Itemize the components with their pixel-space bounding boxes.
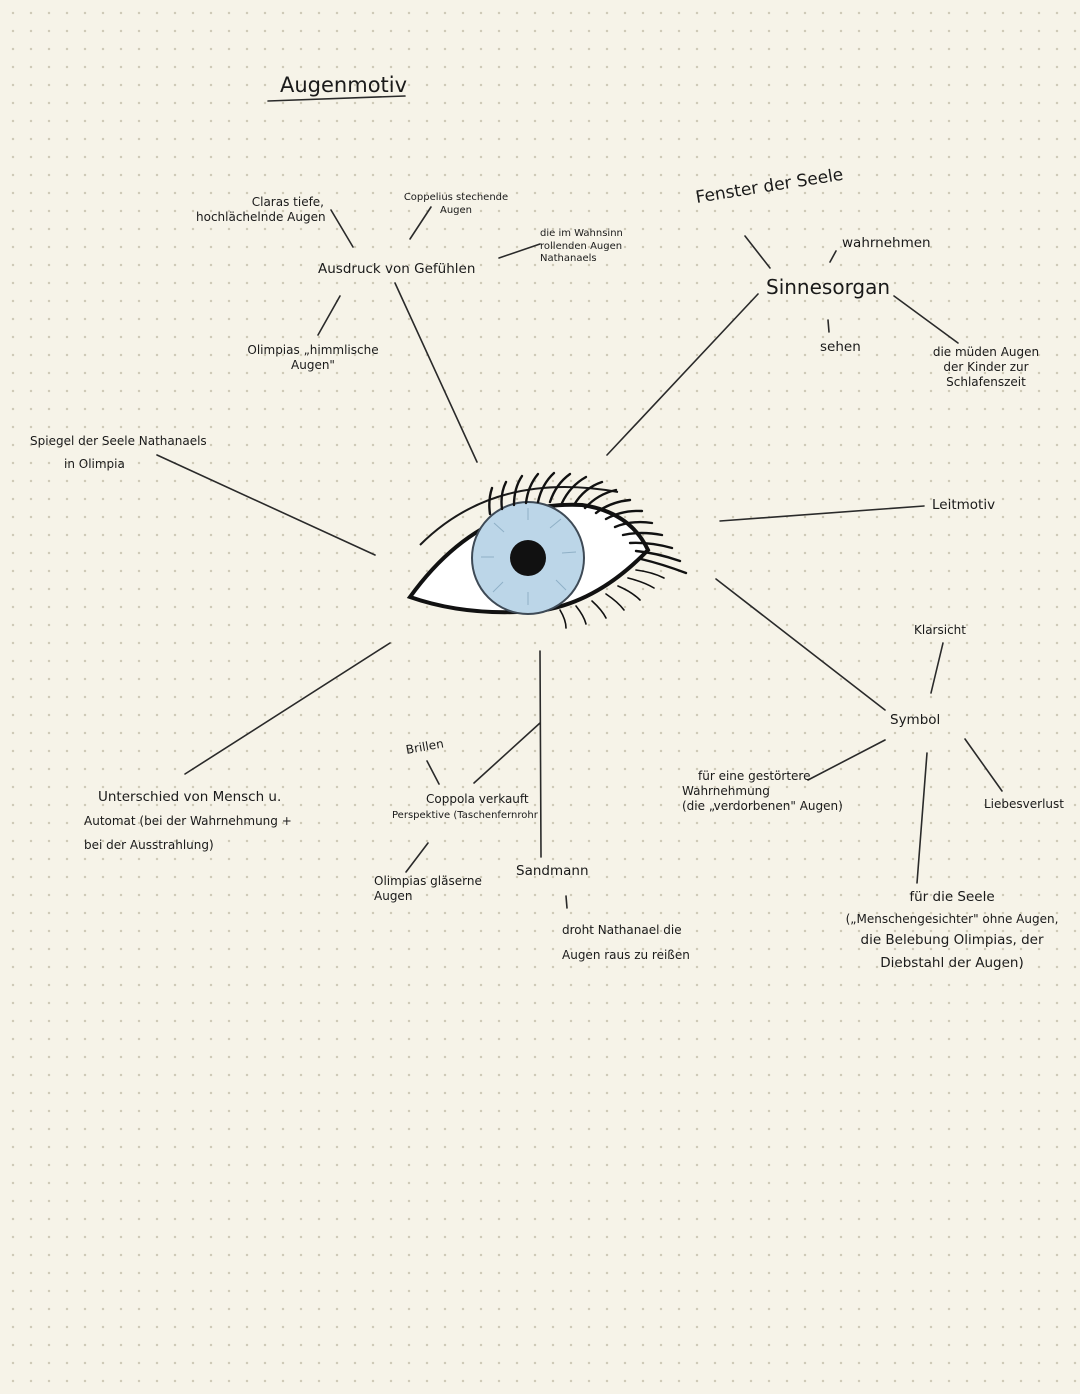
line-eye-symbol: [715, 578, 886, 711]
node-coppelius-line-2: Augen: [439, 204, 473, 216]
node-nathanael-line-2: rollenden Augen: [540, 240, 623, 252]
line-eye-spiegel: [156, 454, 376, 556]
node-spiegel-der-seele: Spiegel der Seele Nathanaels in Olimpia: [30, 434, 207, 472]
line-ausdruck-claras: [330, 209, 354, 248]
title-underline: [267, 95, 406, 102]
line-sinnesorgan-sehen: [827, 319, 830, 333]
node-ausdruck-von-gefuehlen: Ausdruck von Gefühlen: [318, 261, 476, 277]
node-olimpias-glaeserne-augen: Olimpias gläserne Augen: [374, 874, 482, 904]
node-droht-nathanael: droht Nathanael die Augen raus zu reißen: [562, 918, 690, 968]
line-coppola-olimpias: [405, 842, 429, 873]
node-droht-line-1: droht Nathanael die: [562, 923, 682, 937]
node-seele-line-3: die Belebung Olimpias, der: [860, 932, 1044, 949]
node-nathanael-line-1: die im Wahnsinn: [540, 228, 623, 239]
node-wahrnehmen: wahrnehmen: [842, 235, 931, 251]
node-claras-line-1: Claras tiefe,: [251, 195, 324, 209]
line-sandmann-droht: [565, 895, 568, 909]
iris-texture: [481, 508, 577, 605]
node-sandmann: Sandmann: [516, 863, 589, 879]
node-seele-line-1: für die Seele: [909, 889, 995, 905]
node-seele-line-4: Diebstahl der Augen): [880, 955, 1024, 972]
node-gestoert-line-3: (die „verdorbenen" Augen): [682, 799, 843, 813]
node-unterschied-line-2: Automat (bei der Wahrnehmung +: [84, 814, 292, 829]
node-claras-augen: Claras tiefe, hochlächelnde Augen: [196, 195, 326, 225]
line-sandmann-coppola: [473, 722, 541, 784]
line-eye-ausdruck: [394, 282, 478, 463]
line-symbol-liebesverlust: [964, 738, 1003, 792]
lower-lashes: [559, 569, 665, 629]
eye-icon: [406, 471, 688, 629]
line-ausdruck-coppelius: [409, 206, 432, 240]
line-coppola-brillen: [426, 760, 440, 785]
node-leitmotiv: Leitmotiv: [932, 497, 996, 513]
node-symbol: Symbol: [890, 712, 941, 728]
node-seele-line-2: („Menschengesichter" ohne Augen,: [845, 911, 1059, 926]
line-eye-unterschied: [184, 642, 391, 775]
node-liebesverlust: Liebesverlust: [984, 797, 1064, 811]
node-coppola-line-1: Coppola verkauft: [426, 792, 529, 806]
node-olimpia-line-2: Augen": [291, 358, 335, 372]
node-sinnesorgan: Sinnesorgan: [766, 275, 891, 299]
upper-lashes: [488, 471, 688, 575]
node-droht-line-2: Augen raus zu reißen: [562, 948, 690, 963]
line-symbol-klarsicht: [930, 642, 944, 694]
node-fuer-die-seele: für die Seele („Menschengesichter" ohne …: [836, 886, 1068, 975]
line-symbol-gestoert: [807, 739, 886, 781]
eye-pupil: [510, 540, 546, 576]
node-glaeserne-line-2: Augen: [374, 889, 413, 903]
line-fenster-sinnesorgan: [744, 235, 771, 269]
node-klarsicht: Klarsicht: [914, 623, 966, 637]
node-gestoerte-wahrnehmung: für eine gestörtere Wahrnehmung (die „ve…: [682, 769, 843, 814]
node-spiegel-line-2: in Olimpia: [64, 457, 125, 471]
node-olimpia-himmlische: Olimpias „himmlische Augen": [240, 343, 386, 373]
node-mueden-line-1: die müden Augen: [932, 345, 1040, 359]
node-mueden-augen: die müden Augen der Kinder zur Schlafens…: [912, 345, 1060, 390]
node-olimpia-line-1: Olimpias „himmlische: [247, 343, 379, 357]
node-mueden-line-3: Schlafenszeit: [946, 375, 1026, 389]
node-coppelius-line-1: Coppelius stechende: [403, 192, 509, 203]
node-claras-line-2: hochlächelnde Augen: [196, 210, 326, 224]
node-gestoert-line-2: Wahrnehmung: [682, 784, 770, 798]
line-ausdruck-olimpia: [317, 295, 341, 336]
line-sinnesorgan-wahrnehmen: [829, 250, 837, 263]
node-coppelius-augen: Coppelius stechende Augen: [398, 192, 514, 217]
line-sinnesorgan-mueden: [893, 295, 959, 344]
line-symbol-seele: [916, 752, 928, 884]
node-unterschied-mensch-automat: Unterschied von Mensch u. Automat (bei d…: [84, 784, 292, 857]
node-mueden-line-2: der Kinder zur: [943, 360, 1029, 374]
line-eye-sinnesorgan: [606, 293, 759, 456]
node-unterschied-line-3: bei der Ausstrahlung): [84, 837, 214, 852]
node-nathanael-line-3: Nathanaels: [540, 253, 597, 264]
node-gestoert-line-1: für eine gestörtere: [698, 769, 811, 783]
node-spiegel-line-1: Spiegel der Seele Nathanaels: [30, 434, 207, 448]
node-sehen: sehen: [820, 339, 861, 355]
node-unterschied-line-1: Unterschied von Mensch u.: [98, 789, 282, 805]
page-title: Augenmotiv: [280, 73, 408, 97]
line-eye-leitmotiv: [719, 505, 925, 522]
node-nathanael-augen: die im Wahnsinn rollenden Augen Nathanae…: [540, 228, 623, 266]
node-coppola-line-2: Perspektive (Taschenfernrohr: [392, 810, 538, 821]
node-glaeserne-line-1: Olimpias gläserne: [374, 874, 482, 888]
line-eye-sandmann: [539, 650, 542, 858]
line-ausdruck-nathanael: [498, 243, 541, 259]
node-coppola-verkauft: Coppola verkauft Perspektive (Taschenfer…: [392, 792, 538, 823]
